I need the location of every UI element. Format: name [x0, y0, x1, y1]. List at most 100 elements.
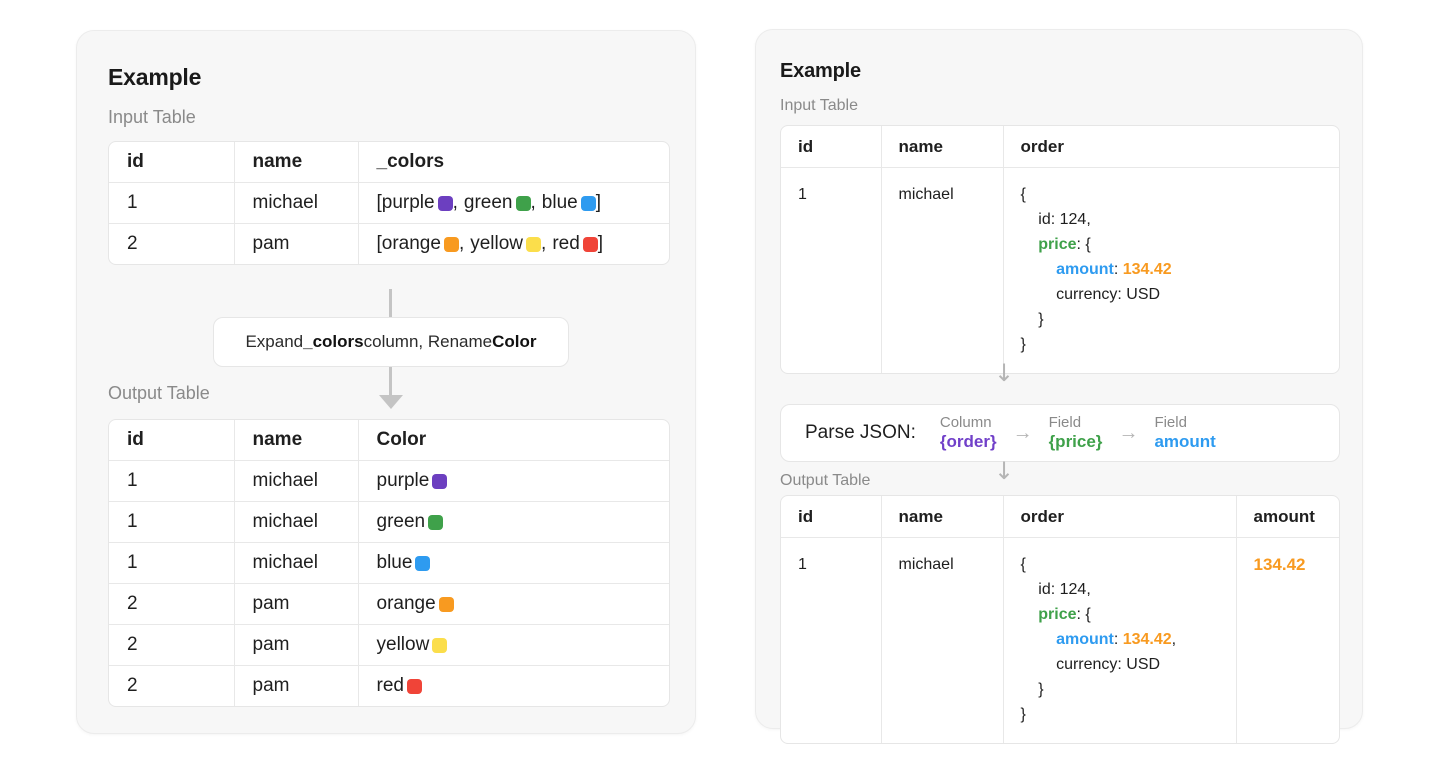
table-row: 1 michael { id: 124, price: { amount: 13…	[781, 537, 1339, 744]
transform-text-prefix: Expand	[245, 332, 304, 351]
column-header-order: order	[1003, 126, 1339, 168]
cell-id: 2	[109, 583, 235, 625]
left-output-table-label: Output Table	[108, 383, 210, 403]
table-header-row: id name Color	[109, 420, 669, 461]
cell-color: green	[358, 501, 669, 543]
cell-color: yellow	[358, 624, 669, 666]
arrow-down-icon	[379, 395, 403, 409]
parse-step-kind: Column	[939, 414, 992, 432]
column-header-name: name	[234, 142, 359, 183]
color-item-label: yellow	[376, 634, 430, 655]
json-line: {	[1020, 186, 1026, 203]
left-input-table: id name _colors 1 michael [purple,green,…	[108, 141, 670, 265]
column-header-id: id	[781, 126, 882, 168]
color-swatch-green	[515, 195, 531, 211]
transform-text-middle: column, Rename	[363, 332, 493, 351]
cell-color: red	[358, 666, 669, 707]
color-swatch-orange	[438, 596, 454, 612]
table-row: 1 michael [purple,green,blue]	[109, 182, 669, 224]
column-header-colors: _colors	[358, 142, 669, 183]
amount-value: 134.42	[1253, 555, 1306, 574]
color-item-label: red	[376, 675, 404, 696]
color-item-label: orange	[381, 233, 441, 254]
column-header-id: id	[781, 496, 882, 538]
cell-id: 1	[781, 537, 882, 743]
table-row: 2 pam [orange,yellow,red]	[109, 223, 669, 265]
cell-id: 2	[109, 624, 235, 666]
arrow-down-icon: ↓	[994, 359, 1015, 387]
json-line: id: 124,	[1038, 581, 1091, 598]
json-line: }	[1038, 311, 1044, 328]
connector-line-top	[389, 289, 392, 318]
left-input-table-label: Input Table	[108, 107, 196, 127]
parse-step-value: {price}	[1048, 431, 1103, 451]
column-header-name: name	[234, 420, 359, 461]
color-swatch-yellow	[526, 236, 542, 252]
left-panel-title: Example	[108, 64, 202, 90]
table-header-row: id name _colors	[109, 142, 669, 183]
parse-step-value: amount	[1154, 431, 1216, 451]
arrow-right-icon: →	[1118, 422, 1139, 444]
parse-step-kind: Field	[1154, 414, 1187, 432]
color-swatch-red	[582, 236, 598, 252]
color-swatch-orange	[443, 236, 459, 252]
left-example-panel: Example Input Table id name _colors	[76, 30, 696, 734]
cell-amount: 134.42	[1236, 538, 1339, 744]
right-output-table-label: Output Table	[780, 472, 871, 489]
cell-name: pam	[234, 583, 359, 625]
arrow-down-icon: ↓	[994, 457, 1015, 485]
json-line: price: {	[1038, 236, 1091, 253]
parse-json-label: Parse JSON:	[805, 422, 916, 443]
cell-name: michael	[234, 460, 359, 502]
json-line: id: 124,	[1038, 211, 1091, 228]
parse-step-kind: Field	[1048, 414, 1082, 432]
cell-id: 1	[109, 460, 235, 502]
cell-order-json: { id: 124, price: { amount: 134.42, curr…	[1003, 537, 1237, 743]
parse-step-field-price: Field {price}	[1049, 414, 1103, 452]
color-swatch-red	[406, 678, 422, 694]
json-line: }	[1020, 336, 1026, 353]
color-item-label: blue	[541, 192, 578, 213]
json-block: { id: 124, price: { amount: 134.42, curr…	[1021, 552, 1236, 727]
cell-name: michael	[234, 501, 359, 543]
cell-id: 2	[109, 665, 235, 706]
right-panel-title: Example	[780, 60, 861, 82]
cell-colors-list: [purple,green,blue]	[358, 182, 669, 224]
json-line: amount: 134.42,	[1056, 631, 1177, 648]
column-header-name: name	[881, 496, 1004, 538]
left-transform-box: Expand _colors column, Rename Color	[213, 317, 569, 367]
cell-colors-list: [orange,yellow,red]	[358, 224, 669, 265]
cell-name: michael	[234, 542, 359, 584]
json-line: {	[1020, 556, 1026, 573]
color-swatch-purple	[437, 195, 453, 211]
cell-color: orange	[358, 583, 669, 625]
color-item-label: red	[552, 233, 580, 254]
right-output-table: id name order amount 1 michael { id: 124…	[780, 495, 1340, 744]
color-swatch-purple	[432, 473, 448, 489]
cell-name: pam	[234, 665, 359, 706]
json-line: currency: USD	[1056, 656, 1161, 673]
right-input-table: id name order 1 michael { id: 124, price…	[780, 125, 1340, 374]
cell-order-json: { id: 124, price: { amount: 134.42 curre…	[1003, 168, 1339, 374]
parse-step-value: {order}	[939, 431, 997, 451]
color-item-label: green	[376, 511, 426, 532]
json-line: price: {	[1038, 606, 1091, 623]
transform-column-name: _colors	[303, 332, 364, 351]
table-header-row: id name order amount	[781, 496, 1339, 538]
color-item-label: blue	[376, 552, 413, 573]
cell-name: michael	[881, 167, 1004, 373]
cell-id: 2	[109, 223, 235, 264]
cell-id: 1	[781, 167, 882, 373]
parse-step-field-amount: Field amount	[1154, 414, 1215, 452]
color-swatch-blue	[580, 195, 596, 211]
json-line: currency: USD	[1056, 286, 1161, 303]
cell-id: 1	[109, 501, 235, 543]
column-header-color: Color	[358, 420, 669, 461]
color-swatch-green	[428, 514, 444, 530]
color-swatch-blue	[415, 555, 431, 571]
parse-step-column: Column {order}	[940, 414, 997, 452]
